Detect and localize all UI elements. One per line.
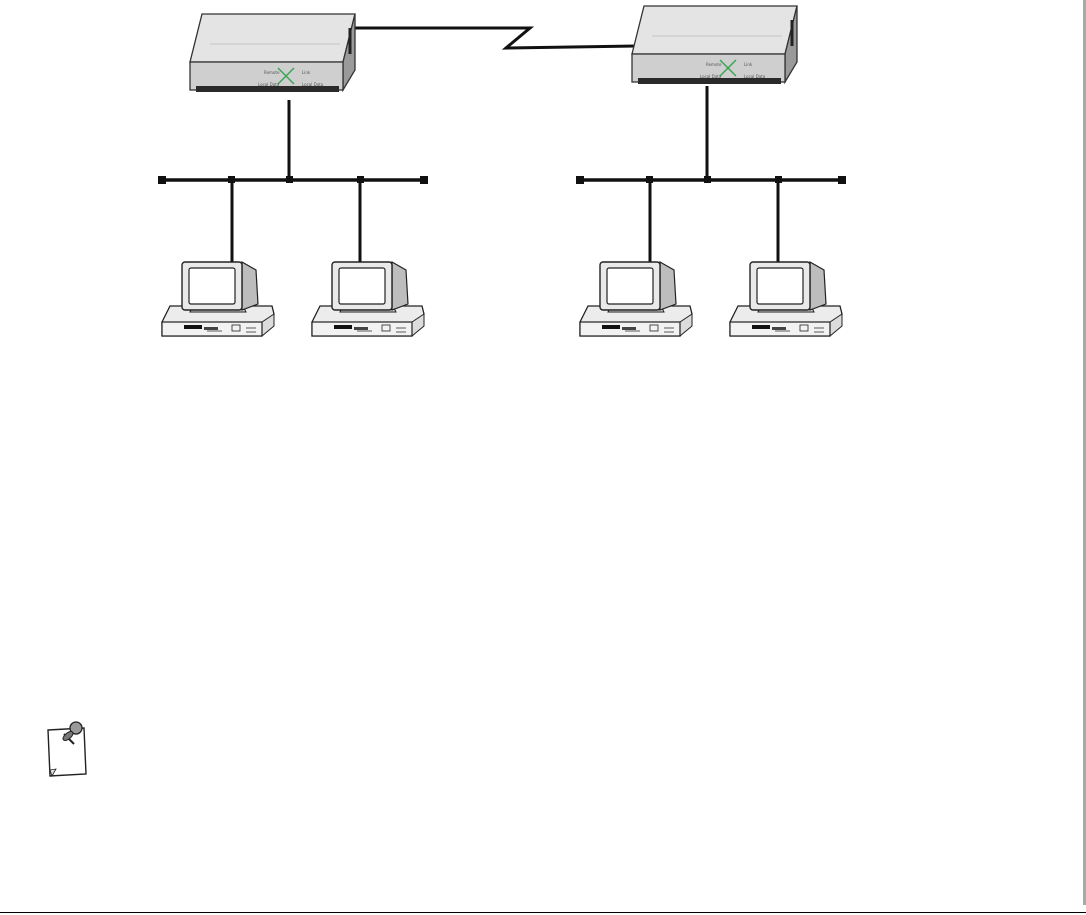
led-remote: Remote [264,70,280,75]
bus-junction [286,176,293,183]
led-local-data: Local Data [302,82,324,87]
bus-terminator [838,176,846,184]
bus-terminator [420,176,428,184]
bus-junction [704,176,711,183]
desktop-computer-icon [729,261,843,337]
left-network: Remote Link Local Data Local Data [158,12,428,337]
desktop-computer-icon [311,261,425,337]
page-bottom-rule [0,912,1086,913]
bus-terminator [158,176,166,184]
note-pushpin-icon [47,721,87,777]
led-local-data: Local Data [744,74,766,79]
wan-serial-link [352,26,641,50]
bus-junction [646,176,653,183]
desktop-computer-icon [161,261,275,337]
right-network: Remote Link Local Data Local Data [576,4,846,337]
router-left: Remote Link Local Data Local Data [188,12,357,94]
bus-terminator [576,176,584,184]
bus-junction [357,176,364,183]
led-link: Link [744,62,753,67]
router-right: Remote Link Local Data Local Data [630,4,799,86]
bus-junction [775,176,782,183]
vertical-scrollbar[interactable] [1083,0,1086,905]
led-link: Link [302,70,311,75]
led-local-data: Local Data [700,74,722,79]
desktop-computer-icon [579,261,693,337]
bus-junction [228,176,235,183]
led-remote: Remote [706,62,722,67]
led-local-data: Local Data [258,82,280,87]
